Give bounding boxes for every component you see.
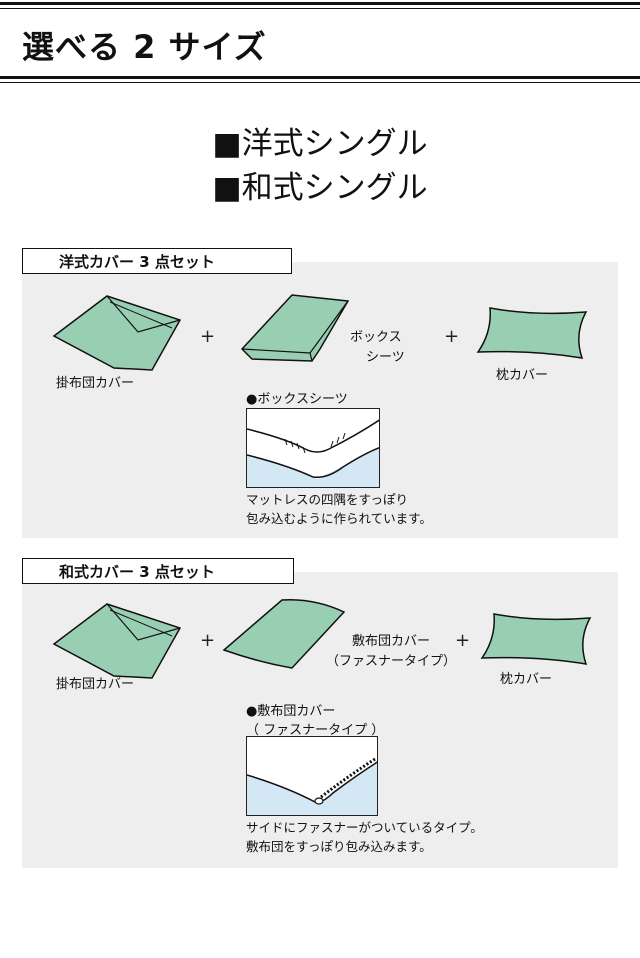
detail-title-line: （ ファスナータイプ ） xyxy=(246,723,385,738)
top-rule-thick xyxy=(0,2,640,5)
detail-title-futon-cover: ●敷布団カバー （ ファスナータイプ ） xyxy=(246,702,384,740)
size-japanese-single: ■和式シングル xyxy=(212,170,428,206)
futon-cover-detail-diagram xyxy=(246,736,378,816)
item-label-pillow-cover: 枕カバー xyxy=(500,672,553,687)
comforter-cover-illustration xyxy=(52,295,182,371)
item-label-futon-cover: 敷布団カバー （ファスナータイプ） xyxy=(326,632,456,672)
detail-text-line: サイドにファスナーがついているタイプ。 xyxy=(246,820,483,835)
top-rule-thin xyxy=(0,8,640,9)
detail-text-box-sheet: マットレスの四隅をすっぽり 包み込むように作られています。 xyxy=(246,490,432,528)
item-label-box-sheet: ボックス シーツ xyxy=(350,328,405,368)
item-label-box-sheet-line2: シーツ xyxy=(366,350,405,365)
header-rule-thin xyxy=(0,82,640,83)
detail-text-line: マットレスの四隅をすっぽり xyxy=(246,492,409,507)
item-label-comforter-cover: 掛布団カバー xyxy=(56,376,135,391)
item-label-comforter-cover: 掛布団カバー xyxy=(56,677,135,692)
pillow-cover-illustration xyxy=(480,613,592,665)
box-sheet-illustration xyxy=(240,294,350,362)
detail-title-line: ●敷布団カバー xyxy=(246,704,336,719)
futon-cover-illustration xyxy=(222,599,346,669)
detail-title-box-sheet: ●ボックスシーツ xyxy=(246,392,348,407)
detail-text-line: 敷布団をすっぽり包み込みます。 xyxy=(246,839,432,854)
comforter-cover-illustration xyxy=(52,603,182,679)
detail-text-futon-cover: サイドにファスナーがついているタイプ。 敷布団をすっぽり包み込みます。 xyxy=(246,818,483,856)
plus-sign: + xyxy=(455,630,471,651)
set-tag-western: 洋式カバー 3 点セット xyxy=(22,248,292,274)
box-sheet-detail-diagram xyxy=(246,408,380,488)
item-label-futon-cover-line2: （ファスナータイプ） xyxy=(326,654,457,669)
plus-sign: + xyxy=(200,630,216,651)
plus-sign: + xyxy=(444,326,460,347)
header-rule-thick xyxy=(0,76,640,79)
item-label-box-sheet-line1: ボックス xyxy=(350,330,402,345)
plus-sign: + xyxy=(200,326,216,347)
box-sheet-corner-illustration xyxy=(247,409,379,479)
page-title: 選べる 2 サイズ xyxy=(22,28,267,66)
detail-text-line: 包み込むように作られています。 xyxy=(246,511,432,526)
futon-zipper-illustration xyxy=(247,737,377,805)
item-label-pillow-cover: 枕カバー xyxy=(496,368,549,383)
set-tag-japanese: 和式カバー 3 点セット xyxy=(22,558,294,584)
item-label-futon-cover-line1: 敷布団カバー xyxy=(352,634,431,649)
size-western-single: ■洋式シングル xyxy=(212,126,428,162)
pillow-cover-illustration xyxy=(476,307,588,359)
